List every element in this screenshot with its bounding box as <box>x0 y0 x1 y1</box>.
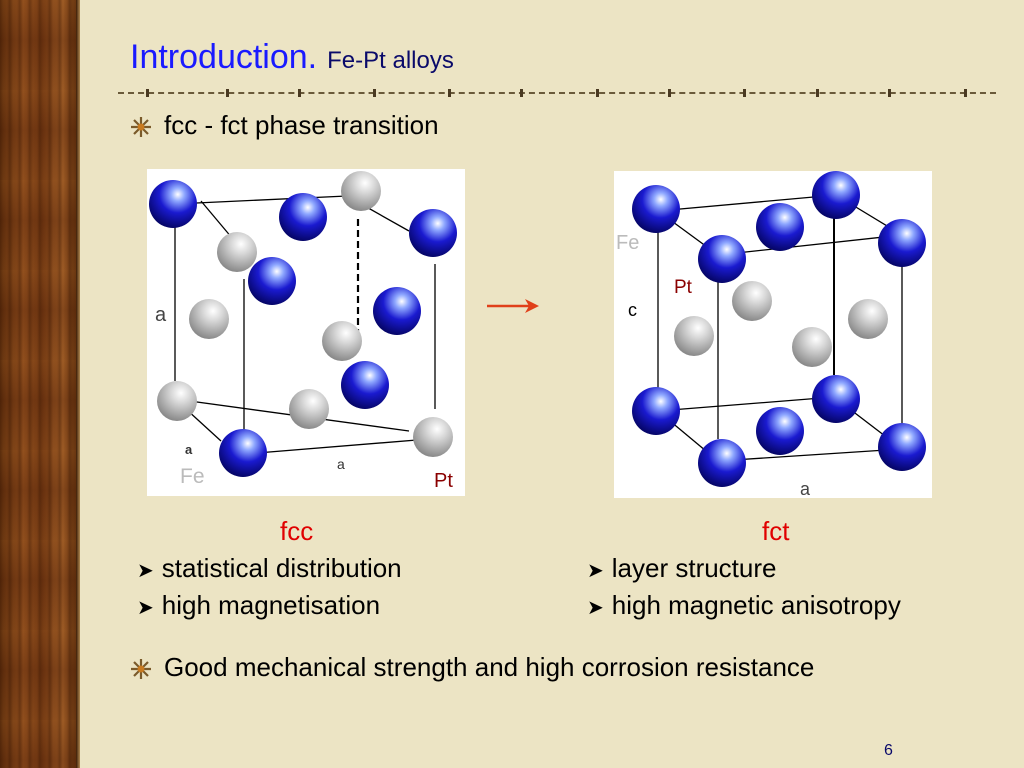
title-main: Introduction <box>130 38 308 76</box>
fcc-label: fcc <box>280 516 314 546</box>
fct-axis-c: c <box>628 300 637 320</box>
wood-sidebar <box>0 0 78 768</box>
arrowhead-bullet-icon: ➤ <box>137 597 154 619</box>
arrowhead-bullet-icon: ➤ <box>587 560 604 582</box>
fct-lattice-diagram: Fe Pt c a <box>614 171 932 499</box>
bullet-phase-transition: fcc - fct phase transition <box>130 110 439 141</box>
right-arrow-icon <box>487 299 539 313</box>
bullet-text: fcc - fct phase transition <box>164 110 439 140</box>
starburst-icon <box>131 117 151 138</box>
bullet-text: Good mechanical strength and high corros… <box>164 652 815 682</box>
fcc-lattice-diagram: a a a Fe Pt <box>147 169 465 496</box>
title-divider <box>118 92 996 98</box>
fct-label-fe: Fe <box>616 232 639 254</box>
fct-axis-a-bottom: a <box>800 479 811 498</box>
page-number: 6 <box>884 742 893 759</box>
title-dot: . <box>307 38 318 76</box>
arrowhead-bullet-icon: ➤ <box>137 560 154 582</box>
arrowhead-bullet-icon: ➤ <box>587 597 604 619</box>
bullet-strength: Good mechanical strength and high corros… <box>130 652 814 683</box>
fcc-label-pt: Pt <box>434 470 453 492</box>
starburst-icon <box>131 659 151 680</box>
slide-title: Introduction. Fe-Pt alloys <box>130 38 454 77</box>
fct-label: fct <box>762 516 790 546</box>
fct-property-1: ➤layer structure <box>587 553 777 583</box>
fcc-property-1: ➤statistical distribution <box>137 553 402 583</box>
fcc-axis-a-side: a <box>155 304 167 326</box>
fct-property-2: ➤high magnetic anisotropy <box>587 590 901 620</box>
fcc-property-2: ➤high magnetisation <box>137 590 381 620</box>
fcc-label-fe: Fe <box>180 465 205 488</box>
title-subtitle: Fe-Pt alloys <box>327 47 454 74</box>
divider-ticks <box>118 89 996 97</box>
fcc-axis-a-small: a <box>185 442 193 457</box>
sidebar-edge <box>76 0 80 768</box>
fct-label-pt: Pt <box>674 277 693 298</box>
fcc-axis-a-bottom: a <box>337 456 345 472</box>
